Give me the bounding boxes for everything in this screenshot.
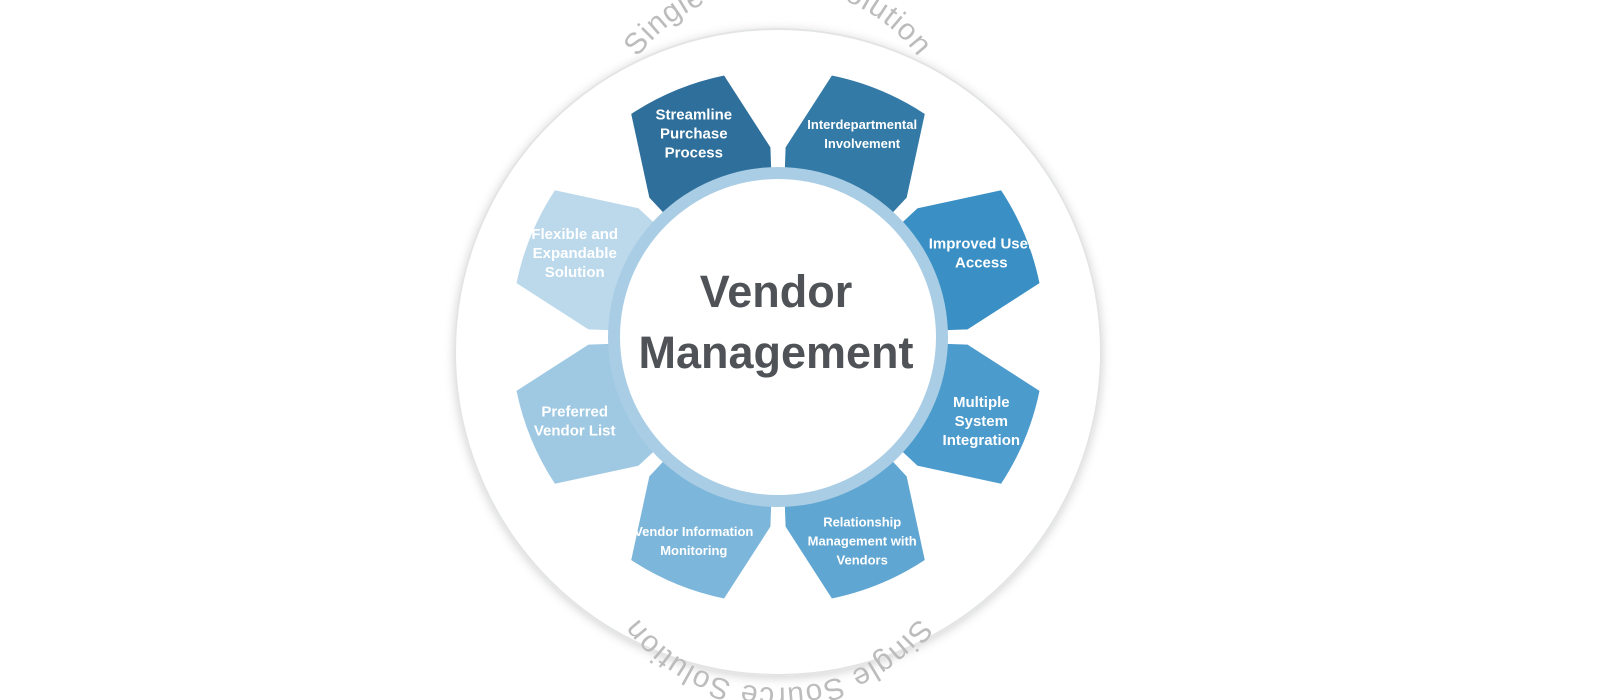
segment-label-line: Purchase — [660, 126, 728, 143]
segment-label-line: Integration — [943, 432, 1021, 449]
segment-label-line: Process — [665, 145, 723, 162]
segment-label-line: Management with — [808, 533, 917, 548]
segment-label-line: Solution — [545, 264, 605, 281]
segment-label-line: Streamline — [655, 107, 732, 124]
segment-label-line: Flexible and — [531, 226, 618, 243]
segment-label-line: Involvement — [824, 136, 901, 151]
segment-label-line: Interdepartmental — [807, 117, 917, 132]
segment-label-line: Expandable — [533, 245, 617, 262]
center-title-line2: Management — [638, 327, 913, 378]
center-circle — [620, 179, 936, 495]
segment-label-line: Vendor Information — [634, 524, 753, 539]
segment-label-line: Relationship — [823, 514, 901, 529]
segment-label-line: Access — [955, 254, 1008, 271]
segment-label-line: Improved User — [929, 235, 1034, 252]
segment-label-line: Monitoring — [660, 543, 727, 558]
center-title-line1: Vendor — [700, 266, 853, 317]
segment-label-line: Preferred — [541, 404, 608, 421]
segment-label-line: Vendors — [837, 552, 888, 567]
segment-label-line: Multiple — [953, 394, 1010, 411]
segment-label-line: System — [955, 413, 1008, 430]
segment-label-line: Vendor List — [534, 423, 616, 440]
